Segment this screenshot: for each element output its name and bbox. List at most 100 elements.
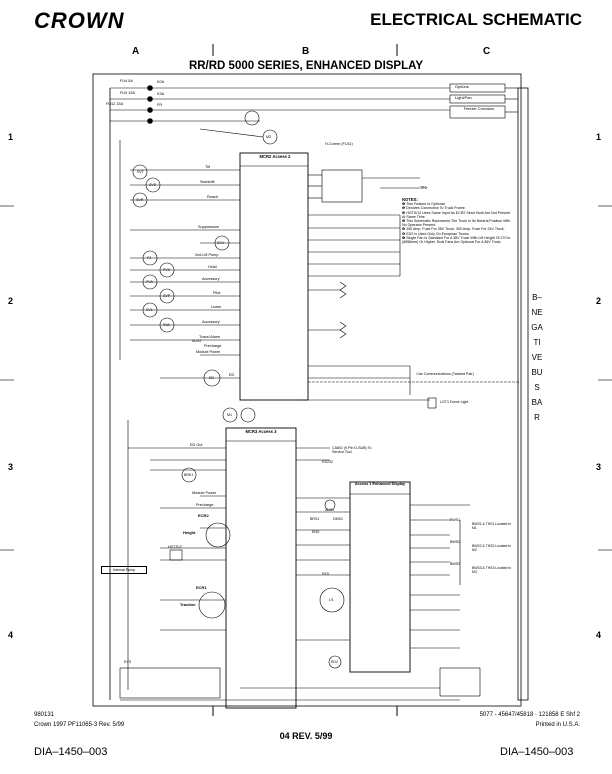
- dia-number-right: DIA–1450–003: [500, 746, 574, 758]
- note-7: ❼ Single Fan Is Standard For A 36V Truck…: [402, 235, 512, 245]
- bws2-label: BWS2: [450, 540, 461, 544]
- row-label-2-right: 2: [596, 296, 602, 306]
- note-6: ❻ ED2 Is Used Only On European Trucks.: [402, 231, 470, 236]
- traction-encoder: [198, 591, 226, 619]
- internal-pump-label: Internal Pump: [101, 566, 147, 574]
- row-label-4-right: 4: [596, 630, 602, 640]
- footer-left-code: 980131: [34, 712, 55, 718]
- footer-copyright: Crown 1997 PF11065-3 Rev. 5/99: [34, 722, 125, 728]
- dia-number-left: DIA–1450–003: [34, 746, 108, 758]
- brake-brk1: [181, 467, 197, 483]
- row-label-3-left: 3: [8, 462, 14, 472]
- bws3-note: BWS3 & THS3 Located In M3: [472, 566, 512, 574]
- ed2-label: ED2: [331, 660, 338, 664]
- top-fuse-rows: [110, 83, 518, 124]
- sva-label: SVA: [163, 323, 170, 327]
- label-tilt: Tilt: [205, 165, 210, 169]
- traction-label: Traction: [180, 602, 196, 607]
- page-title: ELECTRICAL SCHEMATIC: [370, 10, 582, 29]
- relay-fr-label: FR: [157, 103, 163, 107]
- bws1-label: BWS1: [450, 518, 461, 522]
- svr-label: SVR: [136, 198, 144, 202]
- row-label-4-left: 4: [8, 630, 14, 640]
- ecr2-label: ECR2: [198, 513, 209, 518]
- column-label-b: B: [302, 46, 310, 57]
- access1-label: Access 1 Enhanced Display: [354, 482, 406, 486]
- mcr2-output-wires: [130, 169, 240, 379]
- fks-label: FKS: [322, 572, 329, 576]
- svt-label: SVT: [137, 170, 144, 174]
- label-module-power: Module Power: [196, 350, 221, 354]
- rs232-label: RS232: [322, 460, 333, 464]
- hgts12-label: HGTS12: [168, 545, 182, 549]
- mcr2-label: MCR2 Access 2: [259, 154, 291, 159]
- options-label: Options: [455, 84, 469, 89]
- label-precharge: Precharge: [204, 344, 222, 348]
- alarm-alm1: [324, 499, 336, 511]
- ed2-contactor: [328, 655, 342, 669]
- m1-label: M1: [227, 413, 232, 417]
- height-label: Height: [183, 530, 196, 535]
- access1-wires: [296, 497, 470, 649]
- height-encoder: [205, 522, 231, 548]
- column-label-c: C: [483, 46, 491, 57]
- brk1-label: BRK1: [184, 473, 194, 477]
- ecr1-label: ECR1: [196, 585, 207, 590]
- relay-k3a-label: K3A: [157, 92, 165, 96]
- schematic-subtitle: RR/RD 5000 SERIES, ENHANCED DISPLAY: [188, 60, 424, 72]
- access1-block: [349, 481, 411, 673]
- aux2-label: AUX2: [192, 339, 202, 343]
- pvh-label: PVH: [163, 268, 171, 272]
- lift-switch-ls: [319, 587, 345, 613]
- row-label-2-left: 2: [8, 296, 14, 306]
- notes-title: NOTES:: [402, 197, 418, 202]
- label-reach: Reach: [207, 195, 218, 199]
- row-label-3-right: 3: [596, 462, 602, 472]
- svp-label: SVP: [163, 294, 171, 298]
- notes-block: NOTES: ❶ This Feature Is Optional. ❷ Den…: [402, 197, 514, 245]
- note-3: ❸ HGTS/12 Uses Same Input As ECR2 Since …: [402, 210, 511, 219]
- bws1-note: BWS1 & THS1 Located In M1: [472, 522, 512, 530]
- column-label-a: A: [132, 46, 140, 57]
- mcr3-wires: [128, 447, 330, 631]
- crown-logo: CROWN: [34, 8, 125, 33]
- lgt1-label: LGT1 Dome Light: [440, 400, 469, 404]
- pot-1: [339, 281, 347, 299]
- hgts12-box: [169, 549, 183, 561]
- label-precharge-2: Precharge: [196, 503, 214, 507]
- scv-label: SCV: [217, 241, 225, 245]
- label-2nd-lift-pump: 2nd Lift Pump: [195, 253, 219, 257]
- note-2: ❷ Denotes Connection To Truck Frame.: [402, 206, 466, 211]
- label-sideshift: Sideshift: [200, 180, 215, 184]
- ca601-label: CA601 (9 Pin D-SUB) To Service Tool: [332, 446, 372, 454]
- svs-label: SVS: [149, 183, 157, 187]
- key-switch-region: [119, 667, 221, 699]
- freezer-label: Freezer Corrosion: [463, 107, 495, 111]
- row-label-1-left: 1: [8, 132, 14, 142]
- kys-label: KYS: [124, 660, 132, 664]
- label-accessory-2: Accessory: [202, 320, 220, 324]
- hcomm-label: H-Comm (FU11): [325, 142, 353, 146]
- label-hoist: Hoist: [208, 265, 217, 269]
- label-module-power-2: Module Power: [192, 491, 217, 495]
- label-ed-out: ED Out: [190, 443, 203, 447]
- mcr2-block: [239, 152, 309, 401]
- note-4: ❹ This Schematic Represents The Truck In…: [402, 219, 511, 228]
- label-suppression: Suppression: [198, 225, 220, 229]
- fuse-block-fu11: [321, 169, 363, 203]
- footer-right-code: 5077 - 45647/45818 · 121858 E Shf 2: [479, 712, 580, 718]
- can-comm-label: Can Communications (Twisted Pair): [416, 372, 474, 376]
- relay-k0a-label: K0A: [157, 80, 165, 84]
- f2-label: F2: [147, 256, 152, 260]
- fuse-fu4-label: FU4 5A: [120, 79, 133, 83]
- svl-label: SVL: [146, 308, 153, 312]
- note-5: ❺ 250 Amp. Fuse For 36V Truck, 300 Amp. …: [402, 227, 505, 232]
- label-pilot: Pilot: [213, 291, 221, 295]
- m2-label: M2: [266, 135, 271, 139]
- mcr3-label: MCR3 Access 3: [245, 429, 277, 434]
- fuse-fu12-label: FU12 15A: [106, 102, 124, 106]
- fuse-fu3-label: FU3 15A: [120, 91, 135, 95]
- bws3-label: BWS3: [450, 562, 461, 566]
- revision-label: 04 REV. 5/99: [279, 731, 333, 741]
